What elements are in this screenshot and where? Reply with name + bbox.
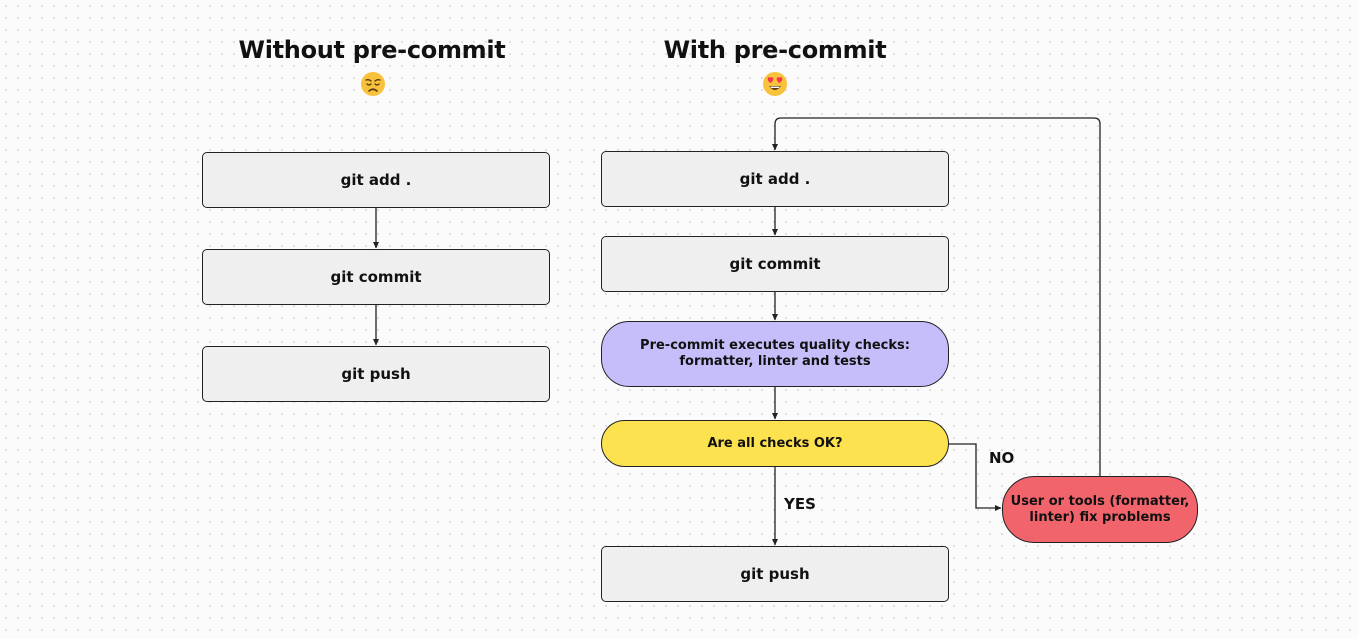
arrow-fix-loop-to-add [772, 117, 1101, 476]
arrow-decision-no-to-fix [948, 443, 1002, 511]
right-step-git-add: git add . [601, 151, 949, 207]
right-step-git-commit-label: git commit [729, 255, 821, 273]
fix-problems-label: User or tools (formatter, linter) fix pr… [1010, 493, 1190, 525]
left-title: Without pre-commit [238, 36, 506, 64]
left-step-git-add: git add . [202, 152, 550, 208]
left-step-git-add-label: git add . [340, 171, 412, 189]
right-step-git-push: git push [601, 546, 949, 602]
right-step-git-push-label: git push [740, 565, 810, 583]
heart-eyes-face-icon [763, 72, 787, 96]
quality-checks-label: Pre-commit executes quality checks: form… [640, 338, 910, 369]
quality-checks-step: Pre-commit executes quality checks: form… [601, 321, 949, 387]
left-step-git-commit-label: git commit [330, 268, 422, 286]
fix-problems-step: User or tools (formatter, linter) fix pr… [1002, 476, 1198, 543]
yes-label: YES [784, 495, 816, 513]
left-step-git-push: git push [202, 346, 550, 402]
left-step-git-commit: git commit [202, 249, 550, 305]
right-step-git-commit: git commit [601, 236, 949, 292]
right-step-git-add-label: git add . [739, 170, 811, 188]
sad-face-icon [361, 72, 385, 96]
checks-ok-decision: Are all checks OK? [601, 420, 949, 467]
no-label: NO [989, 449, 1015, 467]
right-title: With pre-commit [663, 36, 887, 64]
checks-ok-decision-label: Are all checks OK? [707, 436, 843, 451]
left-step-git-push-label: git push [341, 365, 411, 383]
